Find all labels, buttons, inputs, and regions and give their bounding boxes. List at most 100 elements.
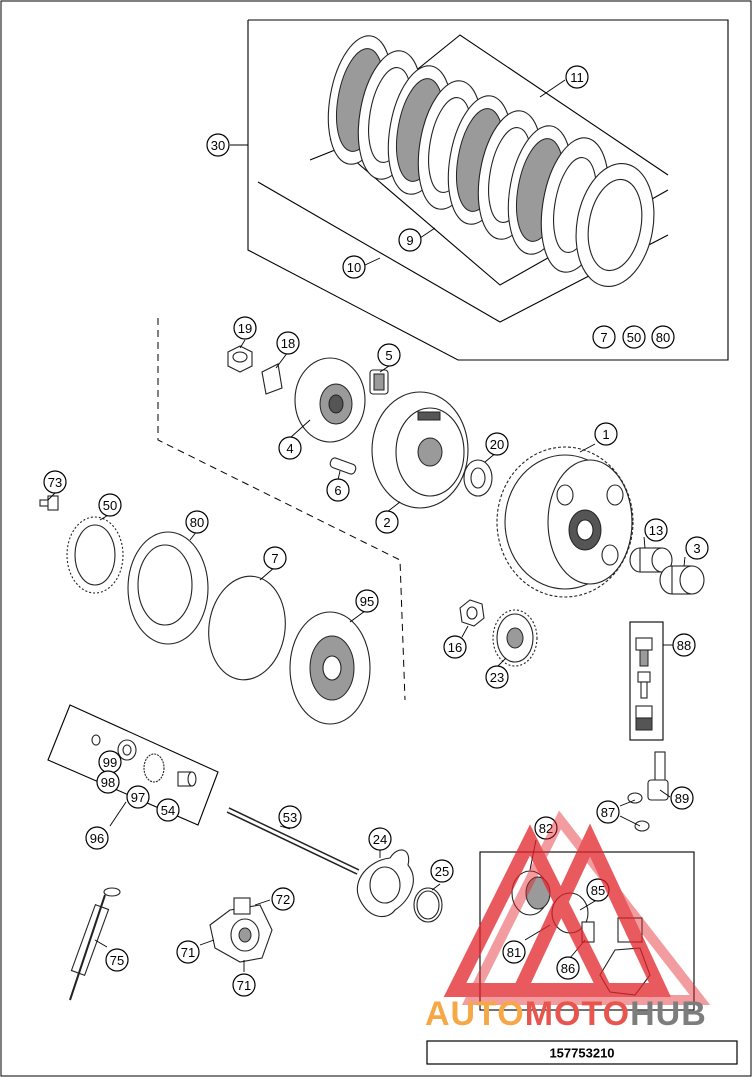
- callout-label: 82: [539, 821, 553, 836]
- drawing-number: 157753210: [549, 1046, 614, 1061]
- clutch-slave-cover: [209, 897, 273, 963]
- leader-lines: [47, 79, 686, 972]
- bushing-13: [659, 565, 705, 595]
- friction-disc-80: [127, 531, 209, 645]
- callout-label: 10: [347, 260, 361, 275]
- kit-frame-88: [629, 621, 664, 741]
- callout-label: 5: [385, 348, 392, 363]
- screw-set-88: [635, 637, 653, 731]
- callout-circle: [443, 635, 467, 659]
- callout-circle: [622, 325, 646, 349]
- callout-circle: [430, 859, 454, 883]
- primary-gear-1: [496, 446, 634, 598]
- disc-spring-50: [66, 516, 124, 594]
- callout-circle: [96, 770, 120, 794]
- callout-circle: [592, 325, 616, 349]
- watermark-hub: HUB: [630, 995, 707, 1033]
- callout-circle: [326, 478, 350, 502]
- callout-label: 3: [693, 541, 700, 556]
- callout-label: 80: [656, 330, 670, 345]
- callout-label: 13: [649, 523, 663, 538]
- callout-circle: [398, 228, 422, 252]
- watermark-triangle-large: [461, 810, 711, 1005]
- banjo-fitting: [627, 751, 669, 832]
- callout-label: 4: [286, 441, 293, 456]
- callout-label: 25: [435, 864, 449, 879]
- callout-circle: [185, 510, 209, 534]
- kit-frame-96: [47, 704, 219, 826]
- callout-circle: [85, 826, 109, 850]
- callout-label: 54: [161, 803, 175, 818]
- watermark-text: AUTOMOTOHUB: [425, 995, 707, 1033]
- callout-circle: [565, 65, 589, 89]
- callout-label: 50: [103, 498, 117, 513]
- callout-label: 9: [406, 233, 413, 248]
- watermark-moto: MOTO: [525, 995, 630, 1033]
- callout-label: 72: [276, 892, 290, 907]
- callout-label: 50: [627, 330, 641, 345]
- callout-circle: [105, 948, 129, 972]
- callout-label: 7: [600, 330, 607, 345]
- callout-circle: [502, 940, 526, 964]
- needle-bearing-95: [629, 547, 673, 573]
- callout-label: 75: [110, 953, 124, 968]
- callout-label: 53: [283, 810, 297, 825]
- callout-label: 98: [101, 775, 115, 790]
- watermark-triangle-right: [509, 823, 671, 997]
- o-ring-25: [413, 887, 443, 923]
- callout-circle: [43, 470, 67, 494]
- drawing-number-box: [426, 1040, 738, 1065]
- callout-label: 20: [490, 437, 504, 452]
- clutch-hub-2: [371, 391, 469, 509]
- callout-label: 30: [211, 138, 225, 153]
- nut-16: [459, 599, 485, 627]
- watermark-logo: [443, 810, 711, 1005]
- callout-circle: [271, 887, 295, 911]
- callout-label: 2: [383, 515, 390, 530]
- callout-label: 11: [570, 70, 584, 85]
- callout-circle: [206, 133, 230, 157]
- push-rod-parts: [91, 734, 197, 787]
- pin-6: [329, 457, 357, 475]
- washer-18: [261, 363, 283, 395]
- callout-label: 95: [360, 594, 374, 609]
- callout-circle: [377, 343, 401, 367]
- callout-label: 88: [677, 638, 691, 653]
- callout-circle: [368, 827, 392, 851]
- callout-label: 85: [591, 883, 605, 898]
- callout-circle: [126, 785, 150, 809]
- kit-frame-30: [247, 19, 729, 361]
- callout-label: 19: [238, 321, 252, 336]
- callout-label: 87: [601, 805, 615, 820]
- callout-label: 71: [237, 978, 251, 993]
- callout-label: 71: [181, 945, 195, 960]
- callout-circle: [233, 316, 257, 340]
- bolt-73: [39, 495, 59, 511]
- callout-label: 6: [334, 483, 341, 498]
- callout-circle: [596, 800, 620, 824]
- callout-circle: [276, 331, 300, 355]
- pressure-plate-3: [289, 611, 371, 725]
- callout-label: 18: [281, 336, 295, 351]
- syringe-75: [69, 887, 121, 1001]
- gasket-24: [356, 849, 414, 918]
- callout-circle: [232, 973, 256, 997]
- callout-label: 97: [131, 790, 145, 805]
- callout-label: 96: [90, 831, 104, 846]
- callout-circle: [672, 633, 696, 657]
- nut-19: [227, 345, 253, 373]
- washer-20: [463, 459, 493, 497]
- callout-circle: [156, 798, 180, 822]
- callout-circle: [534, 816, 558, 840]
- callout-circle: [670, 786, 694, 810]
- clutch-disc-stack: [327, 35, 655, 287]
- watermark-auto: AUTO: [425, 995, 525, 1033]
- push-rod-53: [226, 807, 360, 875]
- gear-23: [492, 609, 538, 667]
- callout-circle: [556, 956, 580, 980]
- callout-circle: [375, 510, 399, 534]
- callout-circle: [651, 325, 675, 349]
